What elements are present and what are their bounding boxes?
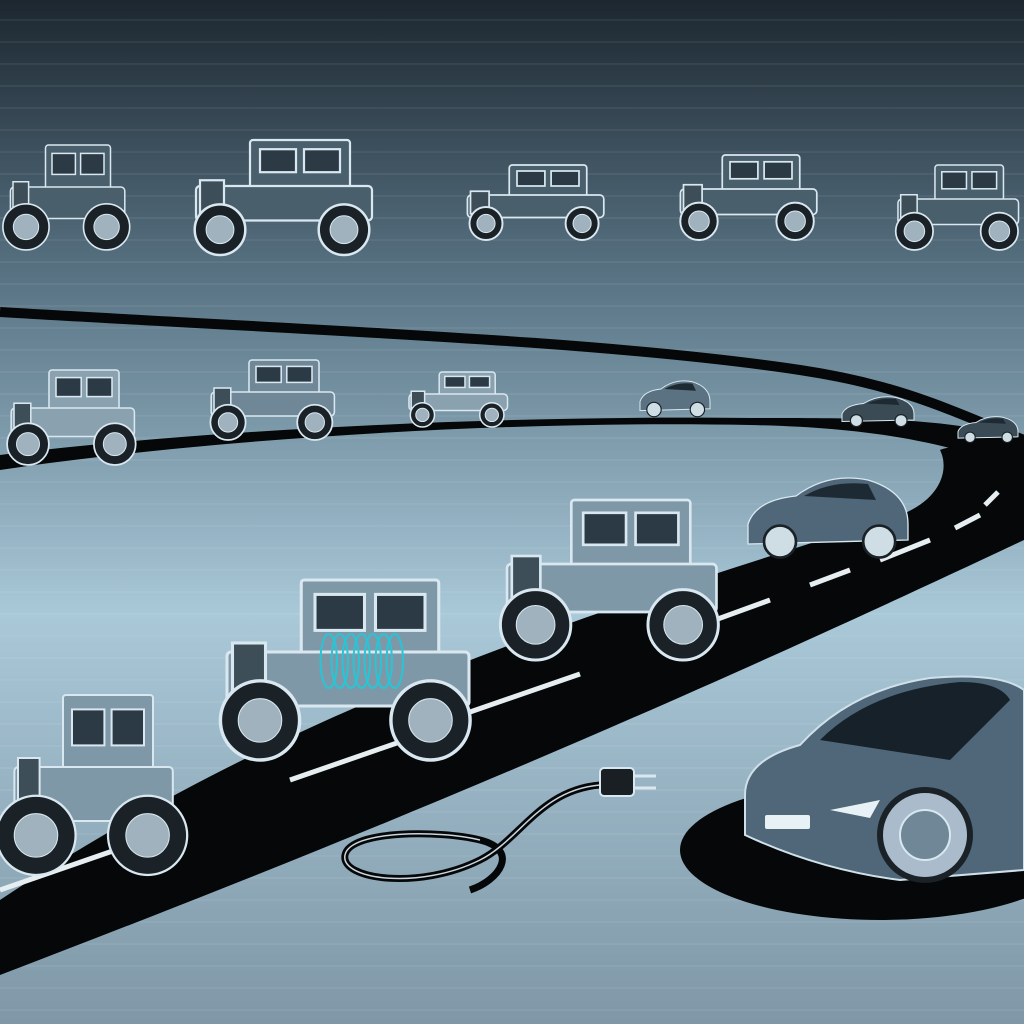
distant-road bbox=[0, 307, 1024, 445]
vintage-car bbox=[209, 359, 336, 441]
vintage-car bbox=[2, 144, 131, 251]
charging-cable bbox=[341, 767, 656, 894]
vintage-car bbox=[679, 154, 818, 241]
vintage-car bbox=[6, 369, 137, 466]
plug-icon bbox=[599, 767, 635, 797]
modern-car bbox=[639, 380, 711, 418]
vintage-car bbox=[218, 578, 472, 762]
main-road bbox=[0, 446, 1024, 976]
vintage-car bbox=[0, 694, 189, 877]
vintage-car bbox=[193, 138, 374, 257]
electric-car bbox=[744, 675, 1024, 883]
middle-road bbox=[0, 417, 1024, 470]
modern-car bbox=[747, 477, 909, 559]
modern-car bbox=[957, 416, 1019, 444]
modern-car bbox=[841, 396, 915, 428]
vintage-car bbox=[408, 371, 509, 428]
vintage-car bbox=[466, 164, 605, 241]
vintage-car bbox=[894, 164, 1020, 251]
vintage-car bbox=[498, 498, 720, 662]
